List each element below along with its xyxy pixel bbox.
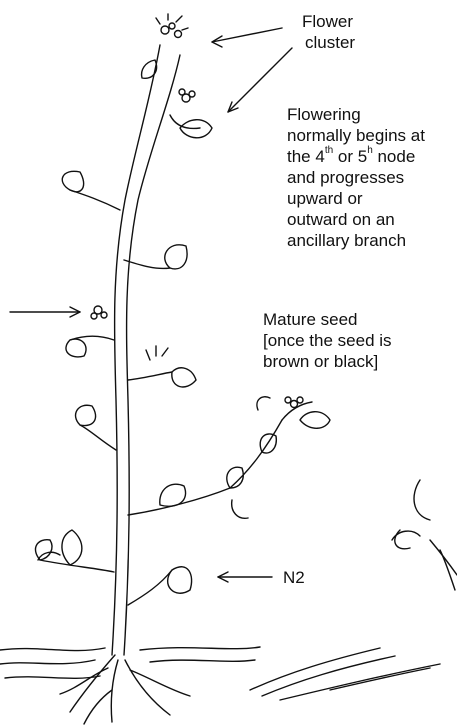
secondary-plant-fragment (392, 480, 457, 590)
mid-left-leaves (66, 336, 116, 450)
arrow-mature-seed (10, 307, 80, 317)
lower-left-branch (35, 530, 114, 572)
flower-cluster-top (156, 14, 188, 38)
right-branch (128, 397, 330, 519)
mature-seed-cluster (91, 306, 107, 319)
flowering-note: Flowering normally begins at the 4th or … (287, 104, 457, 282)
arrow-flower-cluster (212, 28, 292, 112)
mid-right-twig (128, 346, 196, 387)
mature-seed-label: Mature seed [once the seed is brown or b… (263, 309, 392, 372)
n2-branch (128, 567, 192, 605)
arrow-n2 (218, 572, 272, 582)
flowering-note-node-line: the 4th or 5h node (287, 146, 457, 167)
roots (60, 655, 190, 724)
flower-cluster-label: Flower cluster (302, 11, 355, 53)
n2-label: N2 (283, 567, 305, 588)
flower-cluster-upper (179, 89, 195, 102)
